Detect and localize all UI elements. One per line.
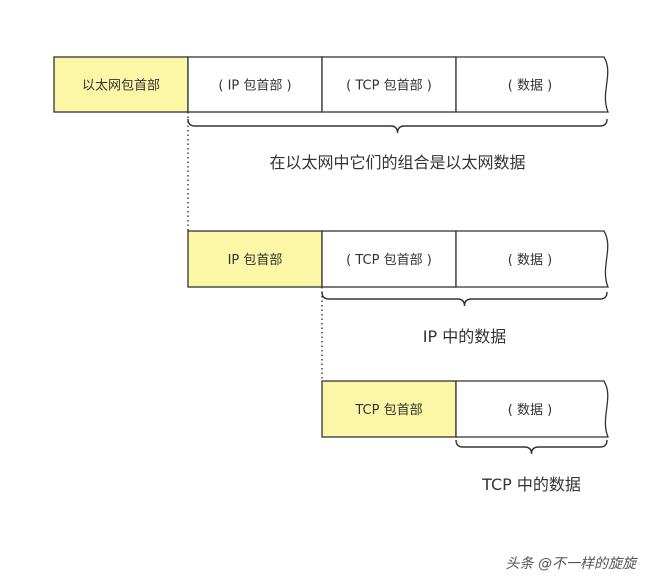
cell-box	[187, 230, 323, 288]
watermark: 头条 @不一样的旋旋	[505, 556, 636, 572]
cell-label: ( 数据 )	[508, 79, 552, 94]
layer-1: 以太网包首部 ( IP 包首部 ) ( TCP 包首部 ) ( 数据 ) 在以太网中它们…	[53, 56, 609, 172]
payload-brace	[187, 118, 608, 134]
layer-3-cell-2: ( 数据 )	[455, 380, 609, 438]
layers: 以太网包首部 ( IP 包首部 ) ( TCP 包首部 ) ( 数据 ) 在以太网中它们…	[53, 56, 609, 494]
layer-3-cell-1: TCP 包首部	[321, 380, 457, 438]
cell-box	[455, 230, 609, 288]
cell-box	[321, 230, 457, 288]
brace-label: TCP 中的数据	[481, 475, 581, 494]
cell-label: ( 数据 )	[508, 253, 552, 268]
brace-label: 在以太网中它们的组合是以太网数据	[269, 153, 525, 172]
layer-3: TCP 包首部 ( 数据 ) TCP 中的数据	[321, 380, 609, 494]
layer-2-cell-2: ( TCP 包首部 )	[321, 230, 457, 288]
payload-brace	[455, 439, 608, 455]
payload-brace	[321, 291, 608, 307]
cell-label: ( TCP 包首部 )	[346, 253, 432, 268]
brace-label: IP 中的数据	[423, 327, 506, 346]
dotted-connectors	[187, 112, 323, 381]
cell-box	[455, 56, 609, 113]
cell-box	[321, 380, 457, 438]
cell-label: TCP 包首部	[354, 403, 422, 418]
cell-box	[455, 380, 609, 438]
layer-1-cell-4: ( 数据 )	[455, 56, 609, 113]
cell-box	[53, 56, 189, 113]
cell-label: ( IP 包首部 )	[218, 79, 291, 94]
cell-label: ( 数据 )	[508, 403, 552, 418]
layer-1-cell-1: 以太网包首部	[53, 56, 189, 113]
cell-box	[187, 56, 323, 113]
cell-label: IP 包首部	[228, 253, 283, 268]
layer-2: IP 包首部 ( TCP 包首部 ) ( 数据 ) IP 中的数据	[187, 230, 609, 346]
cell-label: 以太网包首部	[82, 79, 160, 94]
cell-label: ( TCP 包首部 )	[346, 79, 432, 94]
cell-box	[321, 56, 457, 113]
layer-2-cell-1: IP 包首部	[187, 230, 323, 288]
layer-1-cell-2: ( IP 包首部 )	[187, 56, 323, 113]
layer-1-cell-3: ( TCP 包首部 )	[321, 56, 457, 113]
layer-2-cell-3: ( 数据 )	[455, 230, 609, 288]
